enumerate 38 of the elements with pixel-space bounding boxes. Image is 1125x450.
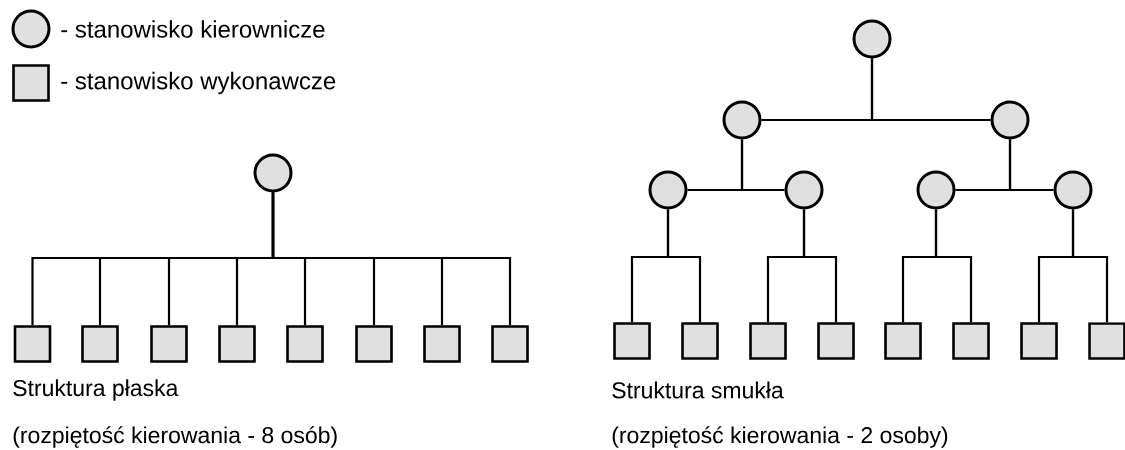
worker-square <box>13 325 52 363</box>
connector-line <box>870 58 991 122</box>
worker-square <box>884 322 922 360</box>
worker-square <box>681 322 719 360</box>
worker-square <box>1088 322 1125 360</box>
manager-circle <box>253 153 293 193</box>
worker-square <box>817 322 855 360</box>
worker-square <box>1020 322 1058 360</box>
legend-text: - stanowisko wykonawcze <box>61 71 336 95</box>
worker-square <box>749 322 787 360</box>
caption: Struktura smukła <box>612 381 784 399</box>
connector-line <box>271 192 512 326</box>
worker-square <box>952 322 990 360</box>
caption: Struktura płaska <box>13 379 179 401</box>
worker-square <box>491 325 529 363</box>
connector-line <box>666 209 702 323</box>
connector-line <box>934 209 973 323</box>
connector-line <box>740 139 785 192</box>
manager-circle <box>852 19 892 59</box>
worker-square <box>218 325 256 363</box>
manager-circle <box>990 100 1030 140</box>
manager-circle <box>1053 170 1093 210</box>
caption: (rozpiętość kierowania - 2 osoby) <box>612 426 948 448</box>
connector-line <box>802 209 838 323</box>
worker-square <box>613 322 651 360</box>
manager-circle <box>784 170 824 210</box>
manager-circle <box>648 170 688 210</box>
worker-square <box>150 325 188 363</box>
connector-line <box>1008 139 1054 192</box>
worker-square <box>81 325 119 363</box>
legend-text: - stanowisko kierownicze <box>61 20 325 38</box>
manager-circle <box>722 100 762 140</box>
caption: (rozpiętość kierowania - 8 osób) <box>13 426 337 448</box>
worker-square <box>423 325 461 363</box>
worker-square <box>286 325 324 363</box>
manager-circle <box>916 170 956 210</box>
connector-line <box>1071 209 1109 323</box>
worker-square <box>355 325 393 363</box>
